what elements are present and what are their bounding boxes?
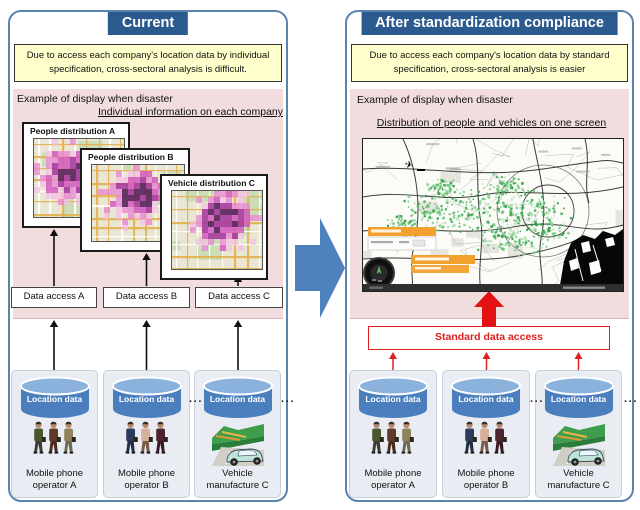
after-sub-label: Distribution of people and vehicles on o… <box>376 117 607 129</box>
database-cylinder-icon: Location data <box>356 376 430 422</box>
manufacturer-c-label: Vehicle manufacture C <box>547 468 610 492</box>
after-panel-title: After standardization compliance <box>361 12 618 35</box>
cylinder-label: Location data <box>458 394 514 404</box>
database-cylinder-icon: Location data <box>110 376 184 422</box>
current-panel-title: Current <box>107 12 189 35</box>
current-panel: Current Due to access each company's loc… <box>8 10 294 502</box>
card-a-title: People distribution A <box>30 126 116 136</box>
heatmap-c-image <box>171 190 263 270</box>
people-illustration <box>371 421 414 454</box>
after-note-box: Due to access each company's location da… <box>351 44 628 82</box>
card-c-title: Vehicle distribution C <box>168 178 255 188</box>
database-cylinder-icon: Location data <box>18 376 92 422</box>
data-access-a-box: Data access A <box>11 287 97 308</box>
cylinder-label: Location data <box>550 394 607 404</box>
operator-b-box: Location data Mobile phone operator B <box>103 370 190 498</box>
operator-b-label: Mobile phone operator B <box>457 468 515 492</box>
database-cylinder-icon: Location data <box>449 376 523 422</box>
current-note-box: Due to access each company's location da… <box>14 44 282 82</box>
more-operators-ellipsis: ··· <box>530 396 544 408</box>
operator-b-label: Mobile phone operator B <box>117 468 176 492</box>
after-panel: After standardization compliance Due to … <box>345 10 640 502</box>
data-access-c-box: Data access C <box>195 287 283 308</box>
operator-b-box: Location data Mobile phone operator B <box>442 370 530 498</box>
combined-map-frame: ✈ <box>361 113 640 301</box>
manufacturer-c-box: Location data Vehicle manufacture C <box>194 370 281 498</box>
vehicle-distribution-c-card: Vehicle distribution C <box>160 174 268 280</box>
operator-a-box: Location data Mobile phone operator A <box>349 370 437 498</box>
current-sub-label: Individual information on each company <box>97 106 283 118</box>
after-example-label: Example of display when disaster <box>357 94 513 106</box>
manufacturer-c-box: Location data Vehicle manufacture C <box>535 370 622 498</box>
cylinder-label: Location data <box>26 394 83 404</box>
operator-a-box: Location data Mobile phone operator A <box>11 370 98 498</box>
cylinder-label: Location data <box>365 394 421 404</box>
standard-data-access-box: Standard data access <box>368 326 610 350</box>
vehicle-illustration <box>211 424 264 466</box>
cylinder-label: Location data <box>118 394 175 404</box>
people-illustration <box>464 421 507 454</box>
current-example-label: Example of display when disaster <box>17 93 173 105</box>
operator-a-label: Mobile phone operator A <box>364 468 422 492</box>
manufacturer-c-label: Vehicle manufacture C <box>206 468 269 492</box>
more-operators-ellipsis: ··· <box>624 396 638 408</box>
card-b-title: People distribution B <box>88 152 174 162</box>
transition-arrow-icon <box>295 218 345 318</box>
people-illustration <box>125 421 168 454</box>
vehicle-illustration <box>552 424 605 466</box>
svg-text:✈: ✈ <box>403 159 414 172</box>
operator-a-label: Mobile phone operator A <box>25 468 84 492</box>
database-cylinder-icon: Location data <box>542 376 616 422</box>
cylinder-label: Location data <box>209 394 266 404</box>
database-cylinder-icon: Location data <box>201 376 275 422</box>
combined-distribution-map-image: ✈ <box>361 113 640 301</box>
more-operators-ellipsis: ··· <box>281 396 295 408</box>
data-access-b-box: Data access B <box>103 287 190 308</box>
people-illustration <box>33 421 76 454</box>
more-operators-ellipsis: ··· <box>189 396 203 408</box>
